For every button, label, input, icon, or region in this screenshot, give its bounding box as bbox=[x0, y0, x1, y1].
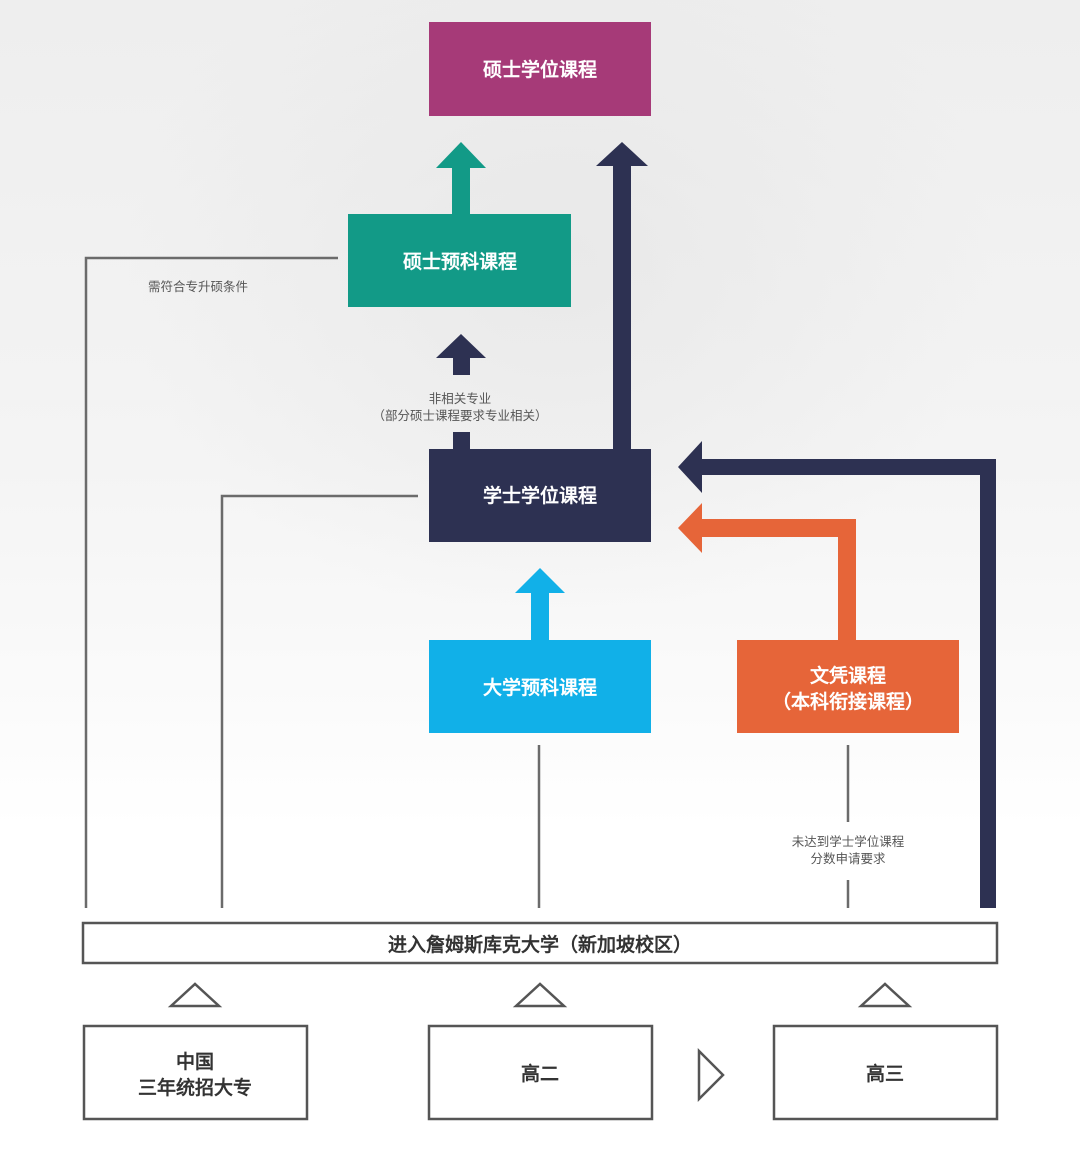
connector-china-to-bachelor bbox=[220, 494, 418, 908]
box-master-prep: 硕士预科课程 bbox=[348, 214, 571, 307]
arrow-bachelor-to-master bbox=[596, 142, 648, 450]
box-bachelor-degree: 学士学位课程 bbox=[429, 449, 651, 542]
arrow-bachelor-to-master-prep bbox=[436, 334, 486, 450]
box-master-prep-label: 硕士预科课程 bbox=[403, 250, 517, 273]
origin-box-china-college-line2: 三年统招大专 bbox=[138, 1076, 252, 1099]
note-requirement-not-met-line1: 未达到学士学位课程 bbox=[792, 834, 905, 849]
triangle-up-icon bbox=[857, 982, 913, 1008]
box-master-degree-label: 硕士学位课程 bbox=[483, 58, 597, 81]
note-unrelated-major-line1: 非相关专业 bbox=[429, 391, 492, 406]
arrow-master-prep-to-master bbox=[436, 142, 486, 214]
origin-box-china-college: 中国 三年统招大专 bbox=[82, 1024, 309, 1121]
entry-bar: 进入詹姆斯库克大学（新加坡校区） bbox=[81, 921, 999, 965]
triangle-up-icon bbox=[167, 982, 223, 1008]
origin-box-grade-11: 高二 bbox=[427, 1024, 654, 1121]
arrow-entry-to-bachelor bbox=[678, 441, 996, 908]
entry-bar-label: 进入詹姆斯库克大学（新加坡校区） bbox=[388, 933, 692, 956]
note-unrelated-major-line2: （部分硕士课程要求专业相关） bbox=[372, 408, 547, 423]
origin-box-china-college-line1: 中国 bbox=[176, 1050, 214, 1073]
note-requirement-not-met-line2: 分数申请要求 bbox=[810, 851, 886, 866]
box-diploma-label-line1: 文凭课程 bbox=[810, 664, 886, 687]
box-foundation: 大学预科课程 bbox=[429, 640, 651, 733]
box-master-degree: 硕士学位课程 bbox=[429, 22, 651, 116]
arrow-foundation-to-bachelor bbox=[515, 568, 565, 641]
box-foundation-label: 大学预科课程 bbox=[483, 676, 597, 699]
origin-box-grade-11-label: 高二 bbox=[521, 1062, 559, 1085]
origin-box-grade-12-label: 高三 bbox=[866, 1062, 904, 1085]
arrow-diploma-to-bachelor bbox=[678, 503, 856, 640]
box-bachelor-degree-label: 学士学位课程 bbox=[483, 484, 597, 507]
origin-box-grade-12: 高三 bbox=[772, 1024, 999, 1121]
connector-china-to-master-prep bbox=[84, 256, 338, 908]
box-diploma-label-line2: （本科衔接课程） bbox=[772, 690, 924, 713]
box-diploma: 文凭课程 （本科衔接课程） bbox=[737, 640, 959, 733]
note-upgrade-condition: 需符合专升硕条件 bbox=[148, 279, 248, 294]
triangle-up-icon bbox=[512, 982, 568, 1008]
triangle-right-icon bbox=[697, 1047, 725, 1103]
